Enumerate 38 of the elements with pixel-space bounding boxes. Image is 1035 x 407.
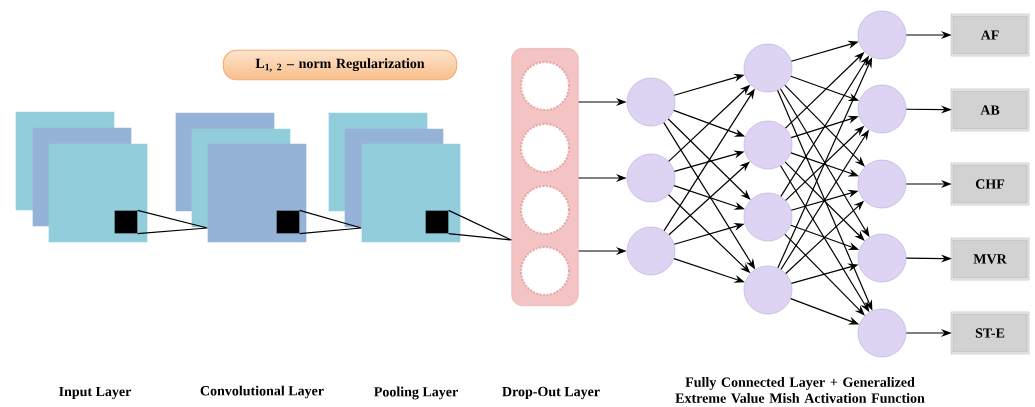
class-output-box: AF bbox=[950, 13, 1030, 57]
layer-caption: Input Layer bbox=[59, 386, 132, 400]
layer-caption: Pooling Layer bbox=[374, 386, 458, 400]
dropped-neuron-circle bbox=[519, 245, 571, 297]
neuron-circle bbox=[626, 77, 676, 127]
neuron-circle bbox=[857, 308, 907, 358]
dropped-neuron-circle bbox=[519, 184, 571, 236]
layer-caption: Drop-Out Layer bbox=[502, 386, 600, 400]
kernel-projection bbox=[448, 209, 512, 241]
neuron-circle bbox=[857, 84, 907, 134]
dropped-neuron-circle bbox=[519, 122, 571, 174]
dropped-neuron-circle bbox=[519, 60, 571, 112]
layer-caption: Fully Connected Layer + Generalized Extreme Value Mish Activation Function bbox=[675, 377, 925, 403]
neuron-circle bbox=[743, 43, 793, 93]
arrow bbox=[668, 161, 750, 236]
layer-caption: Convolutional Layer bbox=[200, 385, 324, 399]
feature-map bbox=[207, 143, 307, 243]
feature-map bbox=[48, 143, 148, 243]
neuron-circle bbox=[743, 192, 793, 242]
arrow bbox=[784, 84, 865, 167]
neuron-circle bbox=[743, 265, 793, 315]
arrow bbox=[784, 233, 865, 316]
class-output-box: MVR bbox=[950, 237, 1030, 281]
feature-map bbox=[361, 143, 461, 243]
class-output-box: ST-E bbox=[950, 311, 1030, 355]
class-output-box: AB bbox=[950, 88, 1030, 132]
kernel-projection bbox=[137, 209, 208, 235]
arrow bbox=[784, 161, 865, 241]
kernel-projection bbox=[299, 209, 362, 235]
neuron-circle bbox=[857, 159, 907, 209]
neuron-circle bbox=[626, 153, 676, 203]
neuron-circle bbox=[857, 233, 907, 283]
neuron-circle bbox=[857, 10, 907, 60]
arrow bbox=[667, 118, 751, 200]
neuron-circle bbox=[743, 120, 793, 170]
neuron-circle bbox=[626, 226, 676, 276]
class-output-box: CHF bbox=[950, 162, 1030, 206]
regularization-banner: L$_{1, 2}$ – norm Regularization bbox=[222, 49, 458, 81]
